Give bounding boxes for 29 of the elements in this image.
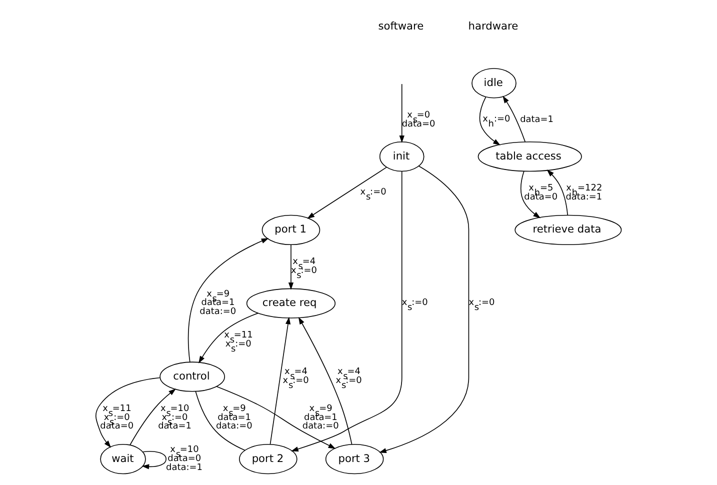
edge-label: data=1 [520,114,554,125]
arrow [142,450,166,469]
arrow [307,166,388,218]
label: software [378,20,424,32]
arrow [288,244,294,290]
node-ellipse: control [160,361,225,392]
arrow [546,169,568,215]
node-ellipse: init [379,141,424,172]
node-ellipse: idle [472,68,516,98]
label: hardware [468,20,518,32]
arrow [399,83,404,142]
connector [195,390,246,450]
arrow [188,238,269,362]
arrow [479,96,500,145]
arrow [298,316,352,444]
node-ellipse: table access [478,141,582,172]
arrow [270,316,291,444]
node-ellipse: create req [246,288,336,318]
arrow [198,312,258,363]
arrow [379,165,470,453]
arrow [520,170,541,218]
arrow [130,388,176,445]
node-ellipse: port 2 [239,443,298,474]
node-ellipse: wait [100,443,146,474]
arrow [290,170,402,451]
arrow [216,386,336,448]
node-ellipse: retrieve data [514,214,622,245]
arrow [502,95,526,142]
arrow [95,376,160,448]
